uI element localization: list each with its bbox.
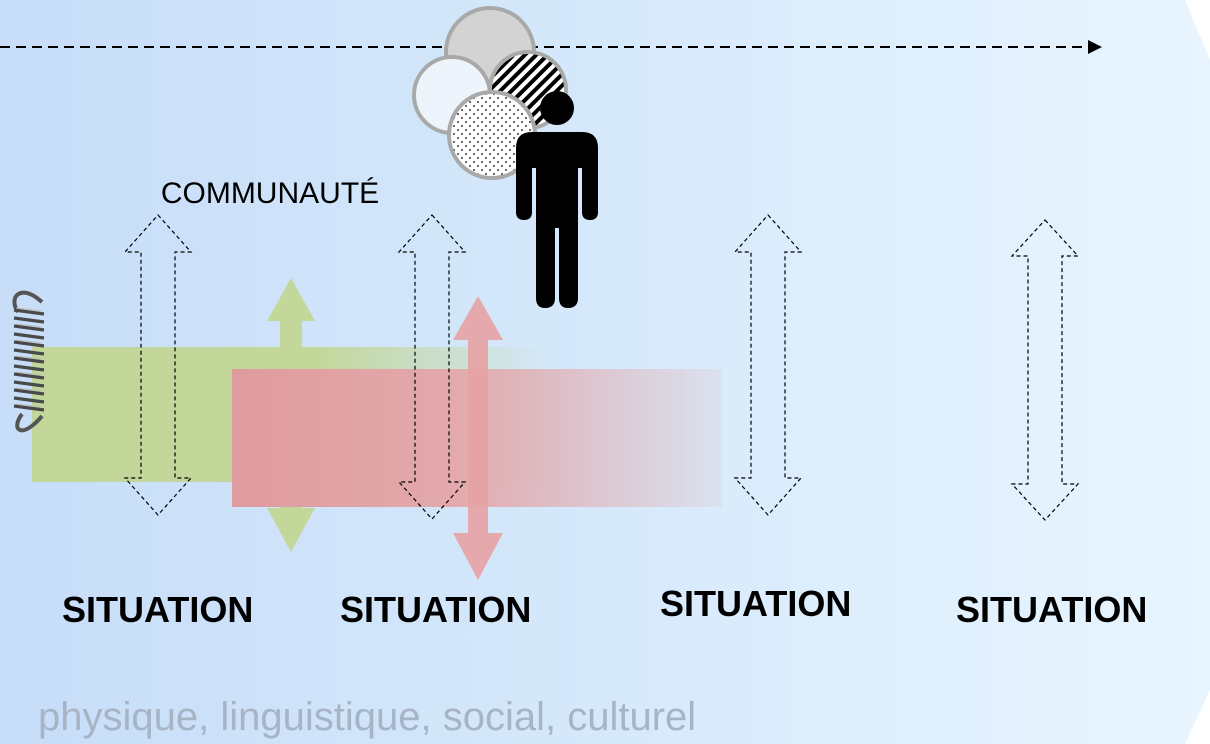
situation-label-3: SITUATION [660, 583, 851, 624]
double-arrow-1 [123, 214, 193, 516]
situation-label-2: SITUATION [340, 589, 531, 630]
spring-icon [12, 290, 45, 433]
person-icon [516, 91, 598, 308]
community-label: COMMUNAUTÉ [161, 177, 379, 210]
situation-label-4: SITUATION [956, 589, 1147, 630]
double-arrow-3 [733, 214, 803, 516]
situation-label-1: SITUATION [62, 589, 253, 630]
double-arrow-4 [1010, 219, 1080, 521]
timeline-arrow [0, 40, 1102, 54]
footer-text: physique, linguistique, social, culturel [38, 695, 696, 739]
red-band [232, 296, 722, 580]
